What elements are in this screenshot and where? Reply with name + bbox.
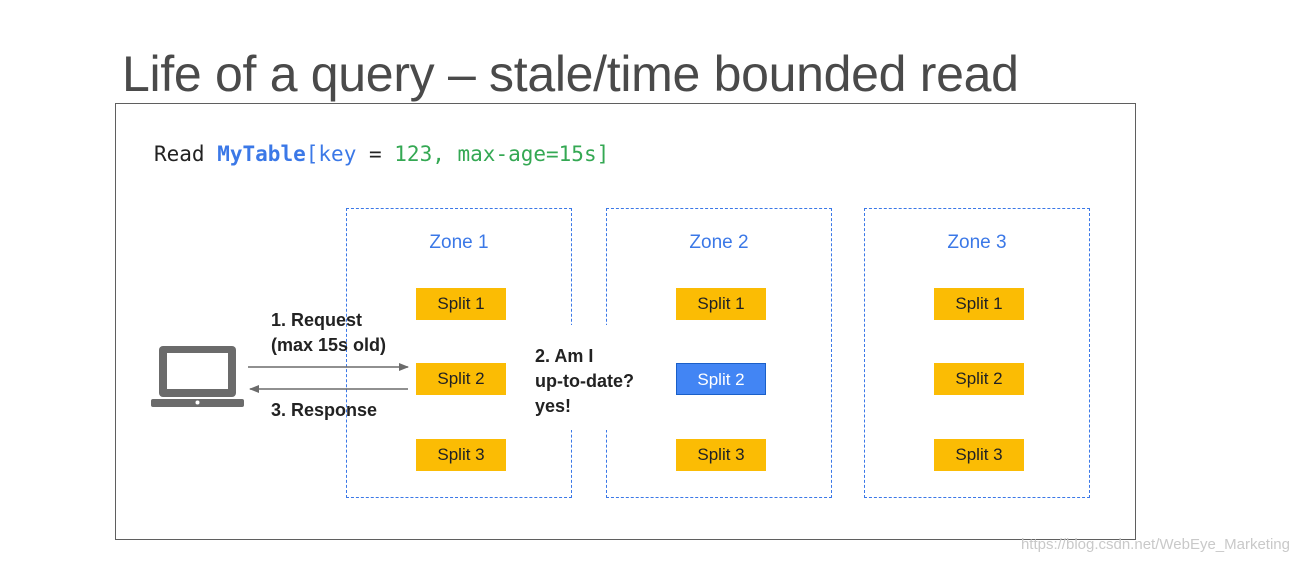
query-key-name: key: [318, 142, 357, 166]
split-block-active: Split 2: [676, 363, 766, 395]
laptop-icon: [151, 346, 244, 407]
watermark: https://blog.csdn.net/WebEye_Marketing: [1020, 536, 1290, 553]
split-block: Split 2: [416, 363, 506, 395]
zone-label: Zone 1: [429, 232, 489, 253]
split-block: Split 1: [416, 288, 506, 320]
check-label-line: 2. Am I: [535, 346, 594, 366]
request-detail-label: (max 15s old): [271, 335, 387, 355]
diagram-frame: [115, 103, 1136, 540]
query-equals: =: [356, 142, 395, 166]
query-open-bracket: [: [305, 142, 319, 166]
zone-label: Zone 3: [947, 232, 1007, 253]
split-block: Split 3: [934, 439, 1024, 471]
response-label: 3. Response: [271, 400, 378, 420]
check-label-line: yes!: [535, 396, 572, 416]
query-option: max-age=15s: [457, 142, 597, 166]
query-keyword: Read: [154, 142, 205, 166]
query-comma: ,: [432, 142, 458, 166]
up-to-date-callout: [528, 325, 632, 430]
split-block: Split 1: [676, 288, 766, 320]
slide-title: Life of a query – stale/time bounded rea…: [122, 46, 1019, 102]
zone-2: Zone 2 Split 1 Split 2 Split 3: [606, 208, 832, 498]
query-statement: Read MyTable[key = 123, max-age=15s]: [154, 140, 609, 168]
query-table: MyTable: [217, 142, 306, 166]
split-block: Split 1: [934, 288, 1024, 320]
zone-1: Zone 1 Split 1 Split 2 Split 3: [346, 208, 572, 498]
query-close-bracket: ]: [596, 142, 610, 166]
request-label: 1. Request: [271, 310, 363, 330]
check-label-line: up-to-date?: [535, 371, 634, 391]
zone-label: Zone 2: [689, 232, 749, 253]
request-response-arrows: [248, 363, 409, 393]
split-block: Split 3: [416, 439, 506, 471]
split-block: Split 3: [676, 439, 766, 471]
split-block: Split 2: [934, 363, 1024, 395]
query-key-value: 123: [394, 142, 433, 166]
zone-3: Zone 3 Split 1 Split 2 Split 3: [864, 208, 1090, 498]
